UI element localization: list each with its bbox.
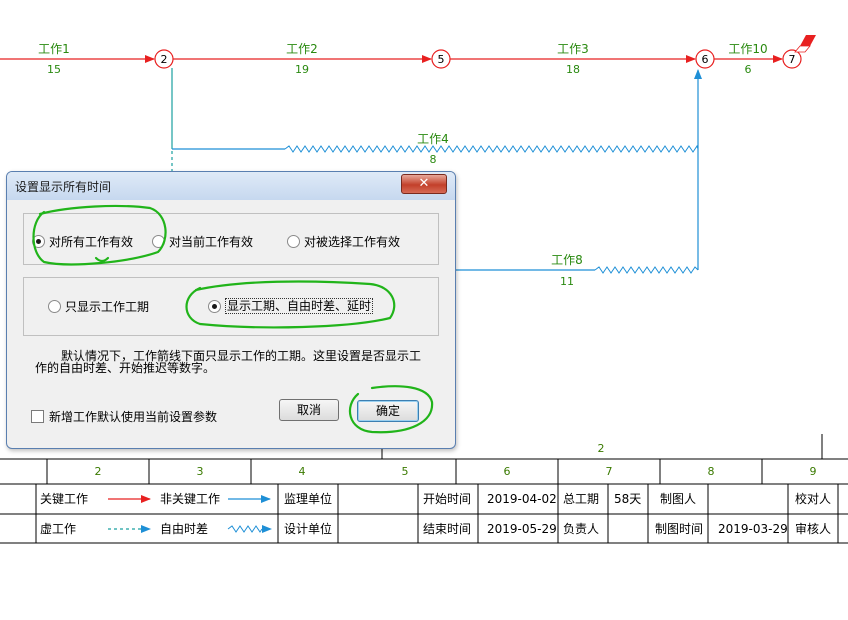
close-icon: ✕ xyxy=(418,176,430,191)
radio-show-all[interactable] xyxy=(208,300,221,313)
scale-lower-label: 4 xyxy=(298,465,306,478)
node-5[interactable]: 5 xyxy=(431,49,451,69)
reviewer-label: 审核人 xyxy=(795,522,832,536)
node-2[interactable]: 2 xyxy=(154,49,174,69)
legend-noncritical-label: 非关键工作 xyxy=(160,492,221,506)
work3-duration: 18 xyxy=(566,63,580,76)
scale-lower-label: 5 xyxy=(401,465,409,478)
settings-dialog: 设置显示所有时间 ✕ 对所有工作有效 对当前工作有效 对被选择工作有效 只显示工… xyxy=(6,171,456,449)
work3-name: 工作3 xyxy=(557,42,589,56)
start-time-value: 2019-04-02 xyxy=(487,492,557,506)
time-scale-grid xyxy=(0,434,848,544)
radio-show-duration-only[interactable] xyxy=(48,300,61,313)
work10-name: 工作10 xyxy=(728,42,767,56)
checker-label: 校对人 xyxy=(795,492,832,506)
svg-text:2: 2 xyxy=(161,53,168,66)
drafter-label: 制图人 xyxy=(660,492,697,506)
free-float-work4 xyxy=(284,144,699,153)
legend-free-float-arrowhead xyxy=(262,525,272,533)
scale-lower-label: 7 xyxy=(605,465,613,478)
scale-lower-label: 2 xyxy=(94,465,102,478)
description-text: 默认情况下，工作箭线下面只显示工作的工期。这里设置是否显示工 作的自由时差、开始… xyxy=(35,349,422,375)
svg-text:6: 6 xyxy=(702,53,709,66)
node-7[interactable]: 7 xyxy=(782,49,802,69)
cancel-button[interactable]: 取消 xyxy=(279,399,339,421)
radio-show-duration-only-label[interactable]: 只显示工作工期 xyxy=(65,300,150,314)
radio-scope-all[interactable] xyxy=(32,235,45,248)
draw-time-label: 制图时间 xyxy=(655,522,704,536)
radio-scope-selected-label[interactable]: 对被选择工作有效 xyxy=(304,235,401,249)
work1-name: 工作1 xyxy=(38,42,70,56)
radio-show-all-label[interactable]: 显示工期、自由时差、延时 xyxy=(225,298,374,314)
end-flag-icon xyxy=(794,35,816,53)
radio-scope-current[interactable] xyxy=(152,235,165,248)
radio-scope-selected[interactable] xyxy=(287,235,300,248)
network-diagram: 2 5 6 7 工作1 15 工作2 19 工作3 18 工作10 6 工作4 … xyxy=(0,35,816,288)
draw-time-value: 2019-03-29 xyxy=(718,522,788,536)
end-time-value: 2019-05-29 xyxy=(487,522,557,536)
free-float-work8 xyxy=(594,266,699,274)
work4-duration: 8 xyxy=(430,153,437,166)
ok-button[interactable]: 确定 xyxy=(357,400,419,422)
scale-lower-label: 6 xyxy=(503,465,511,478)
total-duration-value: 58天 xyxy=(614,492,642,506)
work2-duration: 19 xyxy=(295,63,309,76)
default-settings-label[interactable]: 新增工作默认使用当前设置参数 xyxy=(49,410,218,424)
default-settings-checkbox[interactable] xyxy=(31,410,44,423)
close-button[interactable]: ✕ xyxy=(401,174,447,194)
scale-lower-label: 3 xyxy=(196,465,204,478)
svg-text:5: 5 xyxy=(438,53,445,66)
display-group: 只显示工作工期 显示工期、自由时差、延时 xyxy=(23,277,439,336)
dialog-titlebar[interactable]: 设置显示所有时间 ✕ xyxy=(7,172,455,200)
node-6[interactable]: 6 xyxy=(695,49,715,69)
scale-lower-label: 9 xyxy=(809,465,817,478)
scale-lower-label: 8 xyxy=(707,465,715,478)
start-time-label: 开始时间 xyxy=(423,492,472,506)
work8-name: 工作8 xyxy=(551,253,583,267)
manager-label: 负责人 xyxy=(563,522,600,536)
radio-scope-current-label[interactable]: 对当前工作有效 xyxy=(169,235,254,249)
legend-free-float-label: 自由时差 xyxy=(160,522,209,536)
end-time-label: 结束时间 xyxy=(423,522,472,536)
supervisor-label: 监理单位 xyxy=(284,492,333,506)
work10-duration: 6 xyxy=(745,63,752,76)
work4-name: 工作4 xyxy=(417,132,449,146)
work8-duration: 11 xyxy=(560,275,574,288)
legend-dummy-label: 虚工作 xyxy=(40,522,77,536)
legend-critical-label: 关键工作 xyxy=(40,492,89,506)
scale-upper-label: 2 xyxy=(597,442,605,455)
scope-group: 对所有工作有效 对当前工作有效 对被选择工作有效 xyxy=(23,213,439,265)
legend-free-float-zigzag xyxy=(227,525,263,533)
svg-text:7: 7 xyxy=(789,53,796,66)
total-duration-label: 总工期 xyxy=(563,492,600,506)
dialog-title: 设置显示所有时间 xyxy=(15,180,112,194)
work2-name: 工作2 xyxy=(286,42,318,56)
work1-duration: 15 xyxy=(47,63,61,76)
radio-scope-all-label[interactable]: 对所有工作有效 xyxy=(49,235,134,249)
designer-label: 设计单位 xyxy=(284,522,333,536)
